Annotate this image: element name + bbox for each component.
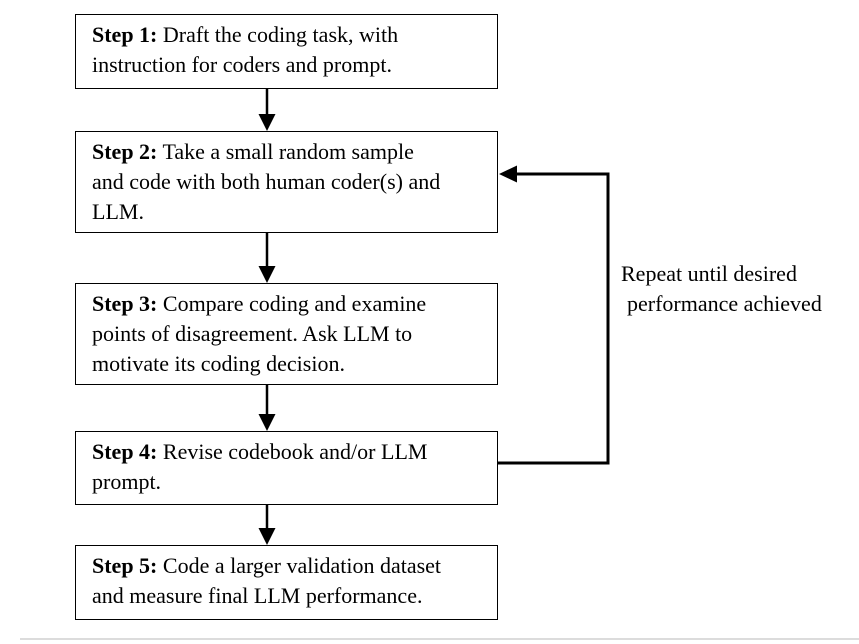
feedback-loop-arrowhead-icon bbox=[499, 165, 517, 183]
step-4-label: Step 4: bbox=[92, 439, 158, 464]
step-5-box: Step 5: Code a larger validation dataset… bbox=[75, 545, 498, 620]
step-2-box: Step 2: Take a small random sample and c… bbox=[75, 131, 498, 233]
step-4-text: Revise codebook and/or LLM prompt. bbox=[92, 439, 428, 494]
step-2-text: Take a small random sample and code with… bbox=[92, 139, 441, 224]
step-5-text: Code a larger validation dataset and mea… bbox=[92, 553, 442, 608]
step-3-text: Compare coding and examine points of dis… bbox=[92, 291, 427, 376]
flow-arrow-2-arrowhead-icon bbox=[258, 266, 276, 283]
flow-arrow-1-arrowhead-icon bbox=[258, 114, 276, 131]
step-1-box: Step 1: Draft the coding task, with inst… bbox=[75, 14, 498, 89]
step-2-label: Step 2: bbox=[92, 139, 158, 164]
page-bottom-edge bbox=[20, 638, 859, 640]
feedback-loop-line bbox=[496, 172, 610, 465]
flow-arrow-3-arrowhead-icon bbox=[258, 414, 276, 431]
feedback-loop-label: Repeat until desired performance achieve… bbox=[621, 259, 822, 319]
feedback-loop-label-line2: performance achieved bbox=[627, 291, 822, 316]
step-1-label: Step 1: bbox=[92, 22, 158, 47]
step-5-label: Step 5: bbox=[92, 553, 158, 578]
step-3-box: Step 3: Compare coding and examine point… bbox=[75, 283, 498, 385]
step-3-label: Step 3: bbox=[92, 291, 158, 316]
feedback-loop-label-line1: Repeat until desired bbox=[621, 261, 797, 286]
flow-arrow-4-arrowhead-icon bbox=[258, 528, 276, 545]
step-4-box: Step 4: Revise codebook and/or LLM promp… bbox=[75, 431, 498, 505]
step-1-text: Draft the coding task, with instruction … bbox=[92, 22, 399, 77]
